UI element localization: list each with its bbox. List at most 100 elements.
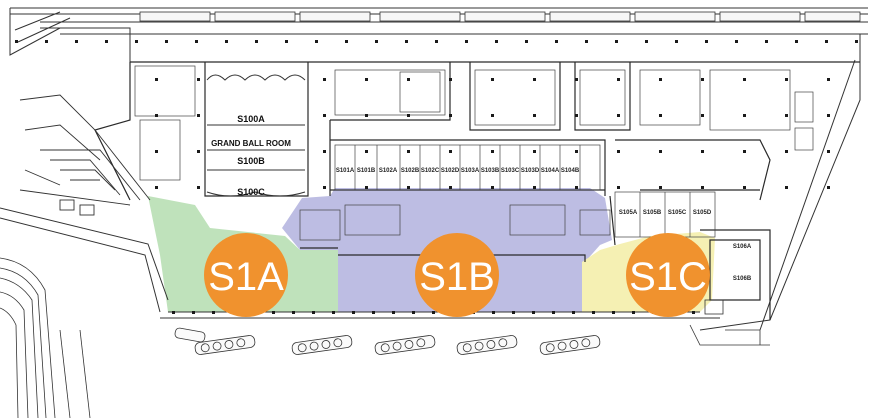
column-dot — [743, 150, 746, 153]
column-dot — [785, 114, 788, 117]
column-dot — [743, 78, 746, 81]
column-dot — [552, 311, 555, 314]
column-dot — [491, 78, 494, 81]
column-dot — [765, 40, 768, 43]
column-dot — [617, 114, 620, 117]
room-labels: S100A GRAND BALL ROOM S100B S100C — [211, 114, 291, 197]
top-bays — [139, 11, 861, 22]
room-s105c-label[interactable]: S105C — [668, 210, 687, 216]
column-dot — [525, 40, 528, 43]
column-dot — [352, 311, 355, 314]
room-s106b-label[interactable]: S106B — [733, 276, 752, 282]
column-dot — [617, 78, 620, 81]
room-s105d-label[interactable]: S105D — [693, 210, 712, 216]
zone-s1a-circle — [204, 233, 288, 317]
room-s102b-label[interactable]: S102B — [401, 168, 420, 174]
column-dot — [192, 311, 195, 314]
column-dot — [512, 311, 515, 314]
column-dot — [375, 40, 378, 43]
column-dot — [659, 186, 662, 189]
column-dot — [465, 40, 468, 43]
building-walls — [94, 61, 860, 320]
zone-badge-s1a[interactable]: S1A — [204, 233, 288, 317]
column-dot — [572, 311, 575, 314]
column-dot — [533, 150, 536, 153]
stadium — [0, 257, 91, 418]
column-dot — [365, 150, 368, 153]
room-s103d-label[interactable]: S103D — [521, 168, 540, 174]
column-dot — [75, 40, 78, 43]
column-dot — [285, 40, 288, 43]
room-s102d-label[interactable]: S102D — [441, 168, 460, 174]
room-s103c-label[interactable]: S103C — [501, 168, 520, 174]
room-s106a-label[interactable]: S106A — [733, 244, 752, 250]
column-dot — [795, 40, 798, 43]
column-dot — [785, 150, 788, 153]
room-s100b-label[interactable]: S100B — [237, 156, 265, 166]
room-s105a-label[interactable]: S105A — [619, 210, 638, 216]
column-dot — [255, 40, 258, 43]
grand-ball-room-label[interactable]: GRAND BALL ROOM — [211, 139, 291, 148]
column-dot — [272, 311, 275, 314]
planters — [174, 327, 601, 355]
column-dot — [585, 40, 588, 43]
column-dot — [575, 150, 578, 153]
column-dot — [435, 40, 438, 43]
zone-badge-s1b[interactable]: S1B — [415, 233, 499, 317]
column-dot — [197, 114, 200, 117]
column-dot — [155, 78, 158, 81]
column-dot — [532, 311, 535, 314]
column-dot — [432, 311, 435, 314]
column-dot — [533, 78, 536, 81]
column-dot — [292, 311, 295, 314]
room-s100a-label[interactable]: S100A — [237, 114, 265, 124]
column-dot — [701, 150, 704, 153]
column-dot — [412, 311, 415, 314]
column-dot — [495, 40, 498, 43]
zone-s1c-circle — [626, 233, 710, 317]
column-dot — [172, 311, 175, 314]
column-dot — [405, 40, 408, 43]
column-dot — [575, 114, 578, 117]
column-dot — [827, 78, 830, 81]
room-s103b-label[interactable]: S103B — [481, 168, 500, 174]
column-dot — [407, 186, 410, 189]
column-dot — [701, 114, 704, 117]
room-s101b-label[interactable]: S101B — [357, 168, 376, 174]
column-dot — [407, 78, 410, 81]
column-dot — [197, 78, 200, 81]
column-dot — [155, 150, 158, 153]
zone-badge-s1c[interactable]: S1C — [626, 233, 710, 317]
room-s102a-label[interactable]: S102A — [379, 168, 398, 174]
column-dot — [855, 40, 858, 43]
ballroom-walls — [206, 74, 306, 197]
column-dot — [827, 150, 830, 153]
column-dot — [827, 186, 830, 189]
column-dot — [45, 40, 48, 43]
column-dot — [135, 40, 138, 43]
column-dot — [735, 40, 738, 43]
column-dot — [825, 40, 828, 43]
column-dot — [449, 186, 452, 189]
column-dot — [659, 150, 662, 153]
column-dot — [345, 40, 348, 43]
column-dot — [365, 78, 368, 81]
column-dot — [491, 150, 494, 153]
room-s105b-label[interactable]: S105B — [643, 210, 662, 216]
column-dot — [659, 78, 662, 81]
column-dot — [827, 114, 830, 117]
column-dot — [617, 150, 620, 153]
column-dot — [323, 186, 326, 189]
column-dot — [491, 186, 494, 189]
room-s102c-label[interactable]: S102C — [421, 168, 440, 174]
room-s100c-label[interactable]: S100C — [237, 187, 265, 197]
room-s104b-label[interactable]: S104B — [561, 168, 580, 174]
room-s104a-label[interactable]: S104A — [541, 168, 560, 174]
column-dot — [533, 114, 536, 117]
column-dot — [692, 311, 695, 314]
room-s101a-label[interactable]: S101A — [336, 168, 355, 174]
room-s103a-label[interactable]: S103A — [461, 168, 480, 174]
column-dot — [155, 114, 158, 117]
lower-right-structures — [689, 299, 770, 346]
